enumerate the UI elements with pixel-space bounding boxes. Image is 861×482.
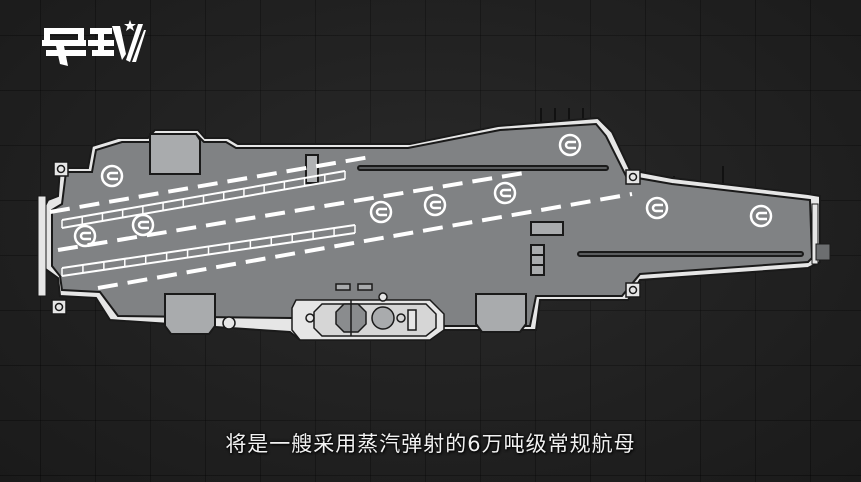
catapult-1 bbox=[357, 165, 609, 171]
spot-marker-ring bbox=[749, 204, 773, 228]
spot-marker-glyph bbox=[79, 231, 91, 241]
video-subtitle: 将是一艘采用蒸汽弹射的6万吨级常规航母 bbox=[225, 432, 636, 456]
deck-dashed-lines bbox=[49, 155, 633, 290]
deck-hatch-2 bbox=[530, 221, 564, 236]
spot-marker-ring bbox=[131, 213, 155, 237]
logo-v-stripes bbox=[112, 24, 146, 62]
island-superstructure bbox=[291, 283, 445, 341]
spot-marker-glyph bbox=[137, 220, 149, 230]
stern-edge bbox=[37, 195, 831, 297]
spot-marker-ring bbox=[645, 196, 669, 220]
spot-marker-glyph bbox=[429, 200, 441, 210]
deck-hatch-3 bbox=[530, 244, 545, 256]
spot-marker-glyph bbox=[499, 188, 511, 198]
deck-hatch-4 bbox=[530, 254, 545, 266]
elevator-2 bbox=[164, 293, 216, 335]
elevator-1 bbox=[149, 133, 201, 175]
elevator-3 bbox=[475, 293, 527, 333]
spot-marker-ring bbox=[73, 224, 97, 248]
spot-marker-glyph bbox=[755, 211, 767, 221]
spot-marker-glyph bbox=[564, 140, 576, 150]
spot-marker-ring bbox=[100, 164, 124, 188]
catapult-tracks bbox=[357, 165, 804, 257]
deck-hatch-5 bbox=[530, 264, 545, 276]
logo-star-icon bbox=[124, 20, 136, 31]
spot-marker-ring bbox=[369, 200, 393, 224]
spot-marker-ring bbox=[558, 133, 582, 157]
spot-marker-ring bbox=[423, 193, 447, 217]
ladder-rungs bbox=[61, 171, 356, 276]
channel-logo bbox=[42, 20, 146, 66]
aircraft-spot-markers bbox=[73, 133, 773, 248]
spot-marker-glyph bbox=[375, 207, 387, 217]
logo-glyph-jun bbox=[42, 28, 86, 66]
deck-elevators bbox=[149, 133, 564, 335]
spot-marker-ring bbox=[493, 181, 517, 205]
spot-marker-glyph bbox=[106, 171, 118, 181]
gun-sponsons bbox=[51, 161, 641, 330]
deck-dome bbox=[222, 316, 236, 330]
spot-marker-glyph bbox=[651, 203, 663, 213]
radar-dome bbox=[371, 306, 395, 330]
catapult-2 bbox=[577, 251, 804, 257]
logo-glyph-wu bbox=[88, 28, 114, 56]
deck-hatch-1 bbox=[305, 154, 319, 184]
